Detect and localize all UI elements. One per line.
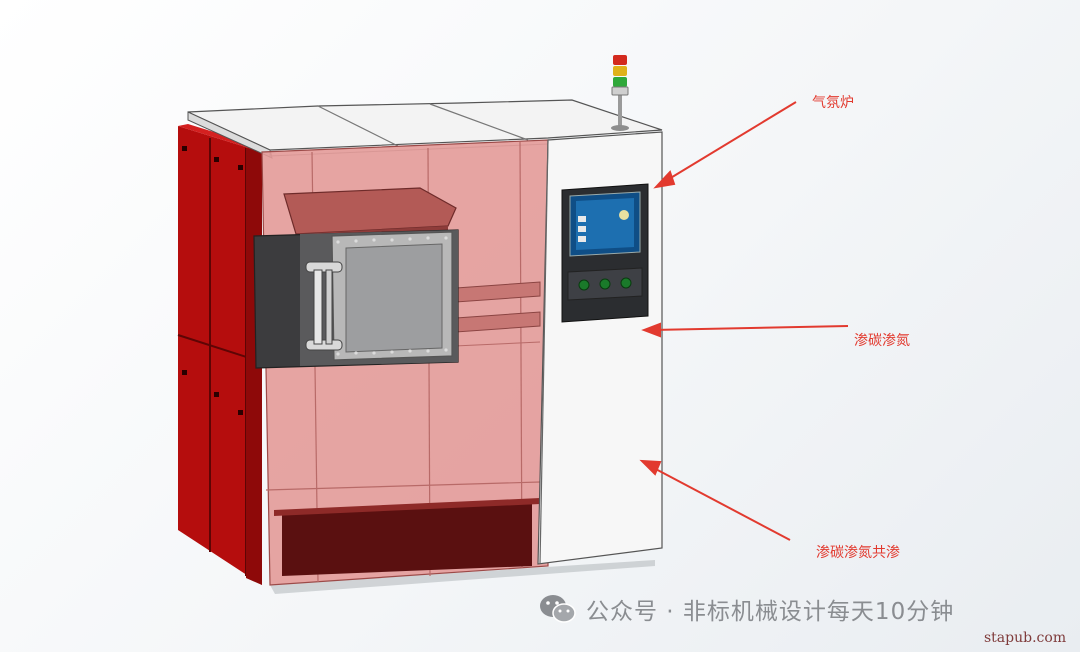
- control-cabinet: [537, 131, 663, 565]
- top-lid: [187, 99, 663, 159]
- arrow-co-infiltration: [649, 465, 791, 541]
- control-button-1: [578, 279, 590, 291]
- site-link[interactable]: stapub.com: [984, 630, 1067, 646]
- annotation-arrows: [639, 101, 849, 541]
- control-button-3: [620, 277, 632, 289]
- left-red-cabinet: [177, 124, 272, 585]
- signal-tower-light: [611, 55, 629, 131]
- arrow-carburizing-nitriding: [651, 325, 849, 331]
- watermark-text: 公众号 · 非标机械设计每天10分钟: [586, 599, 955, 625]
- wechat-icon: [540, 595, 576, 623]
- floor-shadow: [270, 560, 655, 594]
- label-co-infiltration: 渗碳渗氮共渗: [816, 545, 900, 561]
- label-furnace: 气氛炉: [812, 95, 854, 111]
- label-carburizing-nitriding: 渗碳渗氮: [854, 333, 910, 349]
- control-button-2: [599, 278, 611, 290]
- furnace-door: [253, 229, 459, 369]
- watermark: 公众号 · 非标机械设计每天10分钟: [538, 592, 954, 626]
- arrow-furnace: [663, 101, 797, 183]
